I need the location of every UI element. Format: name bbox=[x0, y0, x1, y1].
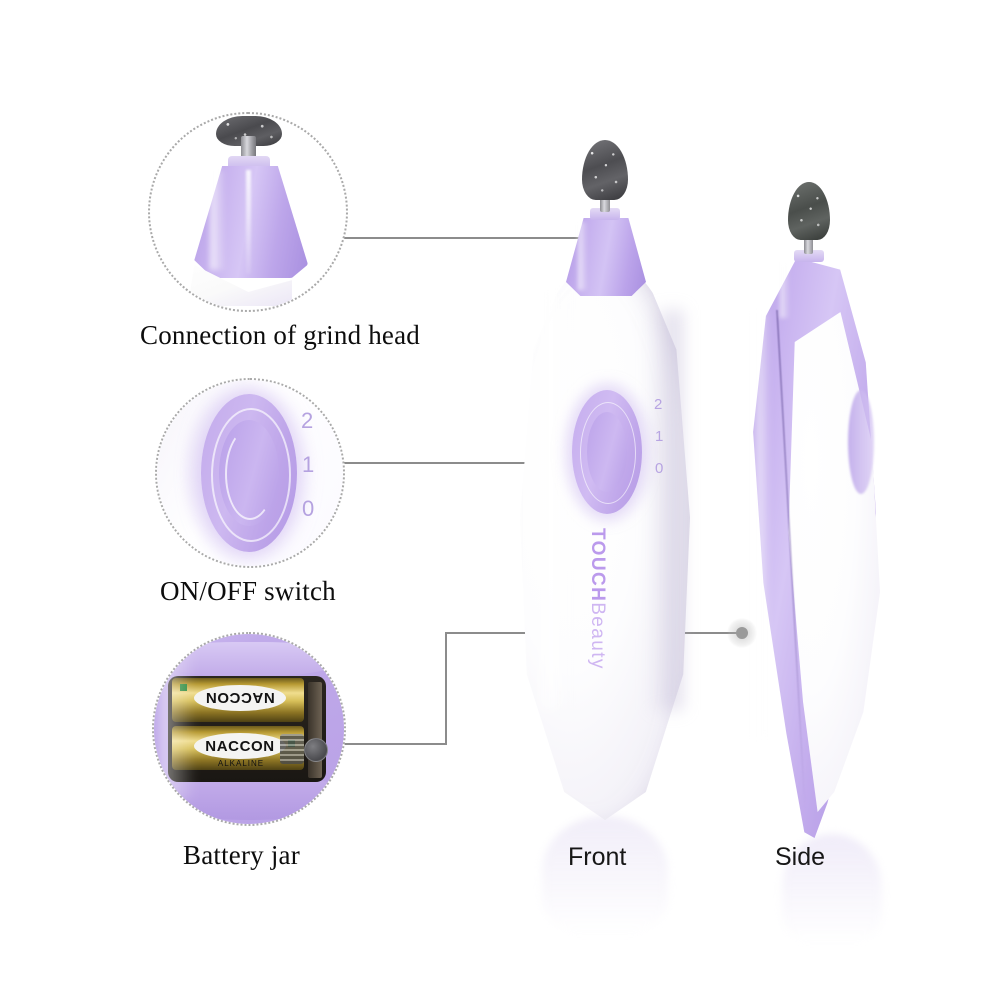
cap-edge-highlight bbox=[246, 170, 251, 274]
side-switch-bulge bbox=[848, 390, 874, 494]
speed-mark-1: 1 bbox=[302, 452, 315, 477]
side-cap-highlight bbox=[780, 262, 790, 318]
switch-oval-arc bbox=[225, 428, 275, 520]
side-shaft bbox=[804, 234, 813, 254]
battery-brand-text-bottom: NACCON bbox=[205, 737, 275, 755]
grind-shaft-icon bbox=[241, 136, 256, 162]
brand-logo-secondary: Beauty bbox=[587, 602, 608, 670]
battery-housing-highlight bbox=[160, 650, 196, 800]
front-shaft bbox=[600, 192, 610, 212]
cap-highlight bbox=[210, 170, 226, 270]
front-grind-bit-icon bbox=[582, 140, 628, 200]
callout-grind-head bbox=[148, 112, 348, 312]
battery-contact-strip bbox=[308, 682, 322, 778]
front-speed-mark-0: 0 bbox=[655, 460, 664, 477]
front-speed-mark-2: 2 bbox=[654, 396, 663, 413]
connector-line-battery-jar-lower bbox=[322, 743, 446, 745]
side-reflection bbox=[782, 834, 882, 944]
callout-battery-jar: NACCON NACCON ALKALINE bbox=[152, 632, 346, 826]
side-grind-bit-icon bbox=[788, 182, 830, 240]
connector-line-battery-jar-riser bbox=[445, 632, 447, 745]
device-front-view: 2 1 0 TOUCHBeauty bbox=[508, 140, 704, 936]
front-reflection bbox=[542, 816, 668, 936]
front-switch-ring bbox=[580, 402, 636, 504]
battery-brand-badge-bottom: NACCON bbox=[194, 733, 286, 759]
callout-label-grind-head: Connection of grind head bbox=[140, 320, 420, 350]
callout-onoff-switch: 2 1 0 bbox=[155, 378, 345, 568]
front-collar bbox=[590, 208, 620, 220]
battery-type-text: ALKALINE bbox=[217, 759, 265, 768]
brand-logo: TOUCHBeauty bbox=[586, 528, 608, 670]
view-label-front: Front bbox=[568, 843, 627, 871]
front-body-highlight bbox=[542, 290, 568, 710]
connector-line-onoff-switch bbox=[258, 462, 603, 464]
battery-spring bbox=[280, 734, 304, 764]
callout-label-onoff-switch: ON/OFF switch bbox=[160, 576, 336, 606]
speed-mark-0: 0 bbox=[302, 496, 315, 521]
switch-oval-ring bbox=[211, 408, 291, 542]
battery-brand-text-top: NACCON bbox=[205, 689, 275, 707]
connector-dot-battery-jar bbox=[736, 627, 748, 639]
side-edge-highlight bbox=[756, 310, 770, 740]
battery-screw-icon bbox=[304, 738, 328, 762]
speed-mark-2: 2 bbox=[301, 408, 314, 433]
brand-logo-primary: TOUCH bbox=[587, 528, 608, 603]
front-switch-inner bbox=[587, 412, 627, 492]
front-speed-mark-1: 1 bbox=[655, 428, 664, 445]
front-cap-highlight bbox=[578, 222, 588, 290]
callout-label-battery-jar: Battery jar bbox=[183, 840, 300, 870]
side-collar bbox=[794, 250, 824, 262]
connector-line-grind-head bbox=[284, 237, 600, 239]
battery-brand-badge-top: NACCON bbox=[194, 685, 286, 711]
device-side-view bbox=[736, 140, 906, 944]
view-label-side: Side bbox=[775, 843, 826, 871]
front-body-shading bbox=[648, 310, 682, 710]
